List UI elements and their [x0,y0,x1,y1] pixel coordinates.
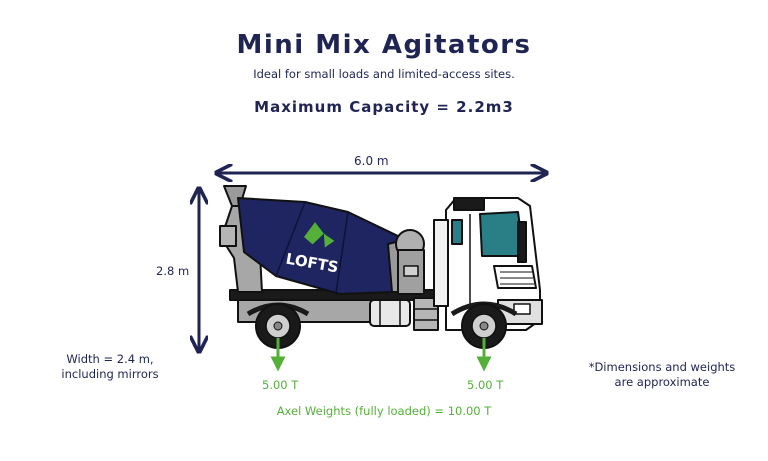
rear-axle-weight: 5.00 T [467,378,504,392]
height-label: 2.8 m [156,264,190,278]
fuel-tank [369,299,411,327]
rear-support-plate [219,225,237,247]
mirror [517,221,527,263]
cab-rear-wall [433,219,449,307]
width-note-line2: including mirrors [61,367,159,381]
disclaimer-line1: *Dimensions and weights [588,360,736,374]
page-title: Mini Mix Agitators [236,30,532,60]
mixer-truck [219,185,543,349]
front-axle-weight: 5.00 T [262,378,299,392]
side-window [451,219,463,245]
total-axle-weight: Axel Weights (fully loaded) = 10.00 T [276,404,492,418]
lofts-logo-icon [304,222,335,248]
roof-fairing [453,197,485,211]
length-label: 6.0 m [354,154,389,168]
width-note-line1: Width = 2.4 m, [66,352,154,366]
capacity-label: Maximum Capacity = 2.2m3 [254,98,514,116]
rear-wheel [246,302,310,349]
page-subtitle: Ideal for small loads and limited-access… [253,67,515,81]
grille [493,265,537,289]
disclaimer-note: *Dimensions and weights are approximate [577,360,747,390]
front-wheel [450,301,518,349]
disclaimer-line2: are approximate [614,375,710,389]
width-note: Width = 2.4 m, including mirrors [40,352,180,382]
